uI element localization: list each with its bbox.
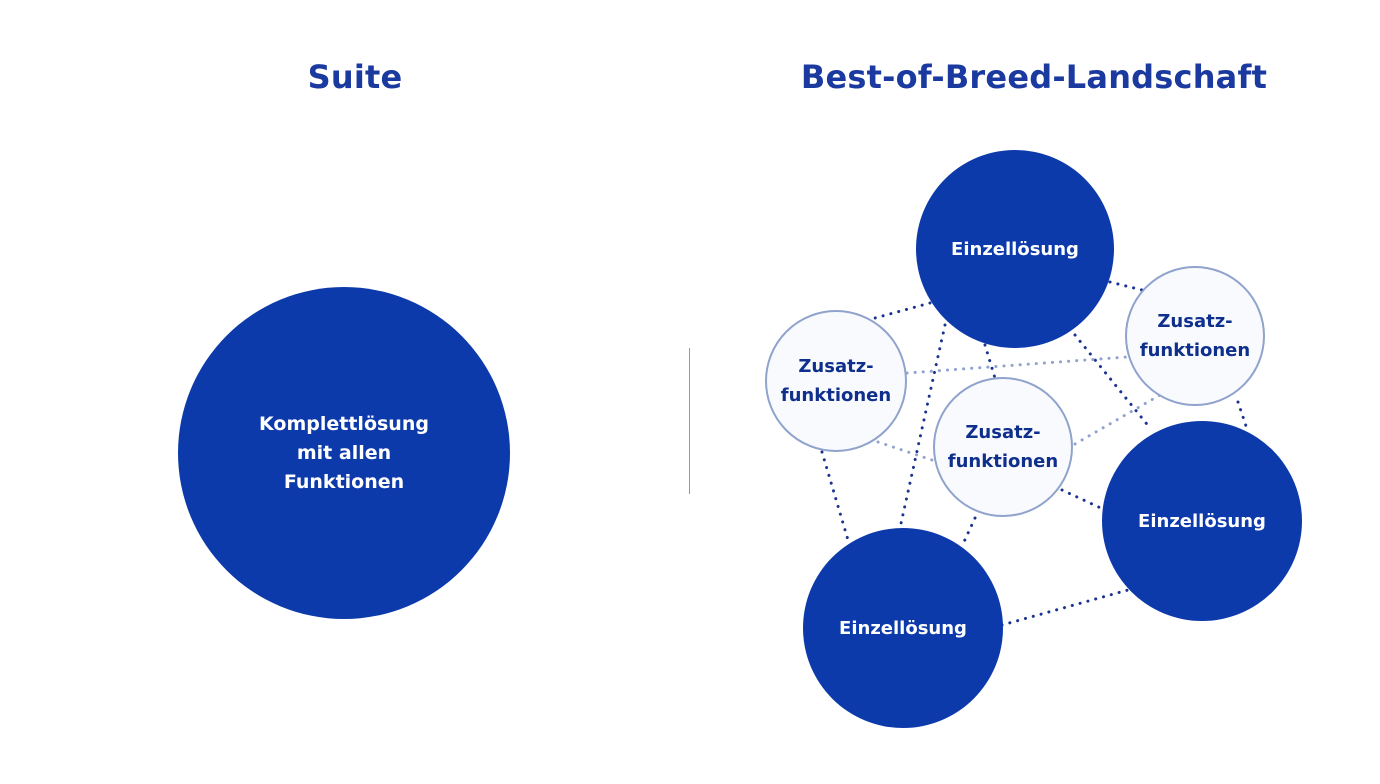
solution-circle-right: Einzellösung [1102,421,1302,621]
section-divider [689,348,690,494]
link-addon-left-addon-center [876,440,940,464]
solution-label-right: Einzellösung [1138,510,1266,532]
best-of-breed-heading: Best-of-Breed-Landschaft [800,58,1268,96]
addon-circle-center: Zusatz- funktionen [933,377,1073,517]
solution-circle-bottom: Einzellösung [803,528,1003,728]
link-top-bottom [898,323,947,530]
link-addon-left-bottom [820,450,850,542]
link-addon-right-right [1236,400,1248,428]
addon-label-right: Zusatz- funktionen [1139,311,1251,361]
addon-label-center: Zusatz- funktionen [947,422,1059,472]
link-addon-center-right [1060,488,1107,512]
link-top-addon-right [1108,280,1144,292]
link-top-addon-center [983,343,997,380]
link-addon-left-addon-right [905,355,1129,375]
link-addon-center-addon-right [1066,393,1162,450]
link-bottom-right [1000,588,1130,627]
solution-label-bottom: Einzellösung [839,617,967,639]
link-addon-center-bottom [961,516,977,546]
addon-label-left: Zusatz- funktionen [780,356,892,406]
suite-circle-label: Komplettlösung mit allen Funktionen [259,412,429,493]
suite-heading: Suite [307,58,403,96]
solution-circle-top: Einzellösung [916,150,1114,348]
suite-circle: Komplettlösung mit allen Funktionen [178,287,510,619]
addon-circle-right: Zusatz- funktionen [1125,266,1265,406]
addon-circle-left: Zusatz- funktionen [765,310,907,452]
solution-label-top: Einzellösung [951,238,1079,260]
link-top-addon-left [873,301,932,320]
